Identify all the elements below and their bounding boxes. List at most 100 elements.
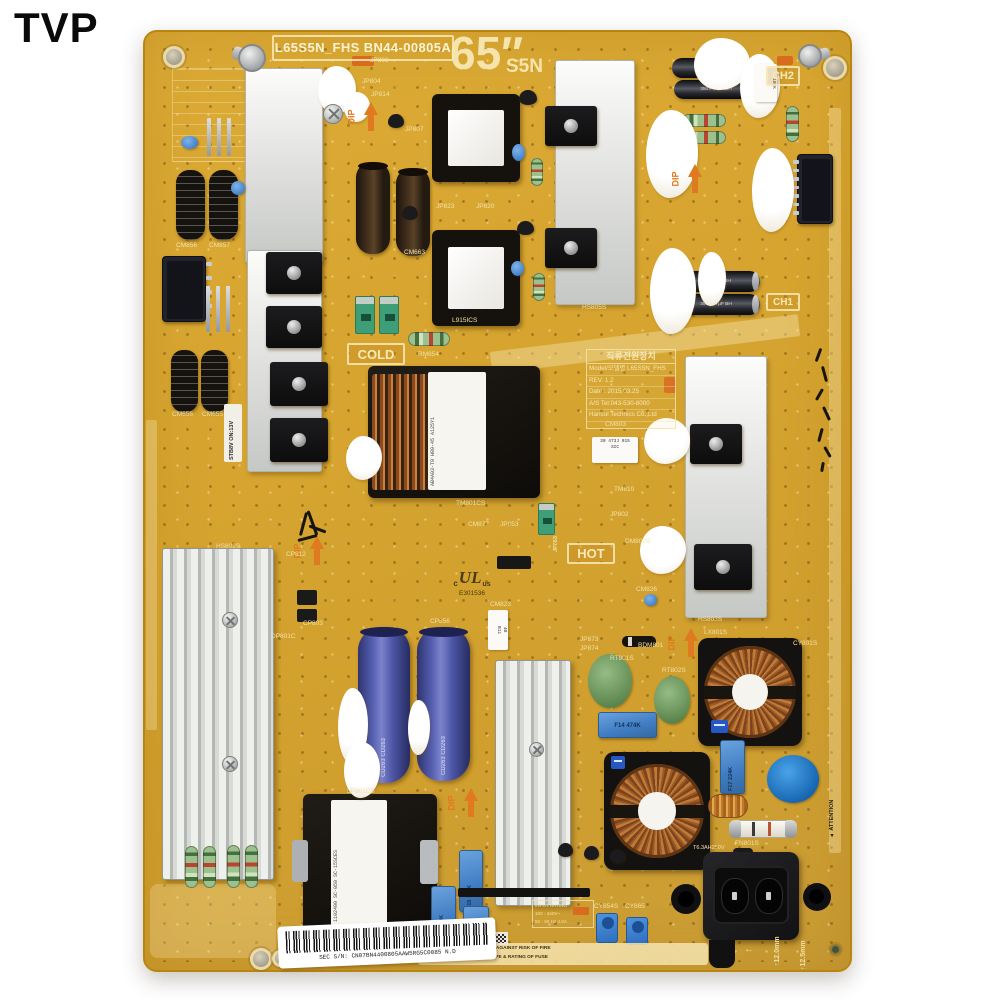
part-detail	[602, 917, 614, 929]
part-detail	[287, 320, 301, 334]
part-detail	[692, 177, 698, 193]
silkscreen-label: CM655	[202, 411, 223, 418]
silkscreen-label: JP807	[405, 126, 424, 133]
connector-cn801	[162, 256, 212, 322]
part-detail	[364, 102, 378, 115]
power-transistor	[690, 424, 742, 464]
silkscreen-label: BDM801	[638, 642, 664, 649]
silkscreen-trace	[829, 108, 841, 853]
disc-capacitor	[512, 144, 525, 161]
transformer-sticker-text: 1102490 SC-050 SC-15SCES	[333, 849, 339, 922]
trimmer-capacitor	[596, 913, 618, 943]
header-pin	[226, 286, 230, 332]
silkscreen-label: JP853	[500, 521, 519, 528]
capacitor-marking: 350V 47µF BH	[700, 302, 732, 307]
board-title: L65S5N_FHS BN44-00805A	[272, 35, 454, 61]
part-detail	[310, 536, 324, 549]
bus-bar	[458, 888, 590, 897]
disc-capacitor	[654, 676, 690, 724]
glue-blob	[644, 418, 690, 464]
rating-line: 100 - 240V~	[535, 911, 561, 916]
electrolytic-capacitor	[201, 350, 228, 412]
part-detail	[809, 889, 824, 904]
part-detail	[755, 878, 783, 914]
electrolytic-capacitor	[171, 350, 198, 412]
ac-power-inlet	[671, 848, 833, 968]
part-detail	[684, 628, 698, 641]
header-pin	[206, 286, 210, 332]
small-transistor	[584, 846, 599, 860]
capacitor-marking: CD263 CD263	[381, 737, 388, 777]
silkscreen-label: CM857	[209, 242, 230, 249]
watermark-logo: TVP	[14, 4, 99, 51]
sticker-line: B11	[496, 625, 501, 635]
metal-bracket	[420, 840, 438, 884]
resistor	[531, 158, 543, 186]
terminal-block	[538, 503, 555, 535]
power-transistor	[266, 252, 322, 294]
size-label: 65″	[450, 27, 524, 79]
resistor	[408, 332, 450, 346]
pen-mark	[814, 347, 823, 363]
resistor	[227, 845, 240, 888]
part-detail	[292, 433, 306, 447]
dip-arrow-mark: DIP	[347, 100, 380, 140]
part-detail	[716, 560, 730, 574]
part-detail	[709, 940, 735, 968]
silkscreen-label: TM810	[614, 486, 635, 493]
dip-arrow-mark: DIP	[670, 162, 704, 202]
mounting-hole	[250, 948, 272, 970]
label-ch1: CH1	[766, 293, 800, 311]
part-detail	[731, 673, 769, 711]
dip-arrow-mark: DIP	[447, 786, 480, 826]
header-pin	[217, 118, 221, 156]
silkscreen-label: CM826	[636, 586, 657, 593]
mounting-hole	[823, 56, 847, 80]
part-detail	[385, 314, 395, 321]
film-capacitor: F15 105K	[459, 850, 483, 912]
part-detail	[688, 164, 702, 177]
part-detail	[368, 115, 374, 131]
silkscreen-label: CP856	[430, 618, 450, 625]
part-detail	[238, 44, 266, 72]
glue-blob	[640, 526, 686, 574]
part-detail	[785, 820, 797, 838]
power-transistor	[545, 106, 597, 146]
silkscreen-label: RM854	[418, 351, 439, 358]
part-detail	[543, 518, 552, 525]
ic-chip	[497, 556, 531, 569]
electrolytic-capacitor	[176, 170, 205, 240]
silkscreen-label: CP803	[303, 620, 323, 627]
smd-chip	[611, 756, 625, 769]
part-detail	[167, 261, 203, 319]
glue-blob	[698, 252, 726, 306]
part-detail	[732, 892, 737, 900]
part-detail	[614, 760, 622, 762]
part-detail	[360, 627, 408, 637]
part-detail	[793, 160, 799, 164]
series-label: S5N	[506, 56, 543, 77]
vertical-text: JP863	[553, 536, 559, 552]
heatsink-left-top	[245, 68, 323, 263]
part-detail	[638, 792, 676, 830]
ul-mark-part: c	[453, 579, 458, 588]
silkscreen-label: LX801S	[704, 629, 728, 636]
jumper	[664, 377, 676, 393]
disc-capacitor	[181, 136, 198, 149]
vertical-text: ↑12.5mm	[800, 940, 807, 970]
dip-text: DIP	[670, 171, 681, 187]
part-detail	[793, 202, 799, 207]
metal-bracket	[292, 840, 308, 882]
transformer-sticker-text: AB4A03-T9 H80-45 A125Y1	[430, 416, 436, 486]
part-detail	[721, 878, 749, 914]
strip-text: STB8V ON:13V	[229, 420, 235, 460]
arrow-left: ←	[744, 944, 754, 955]
part-detail: 1102490 SC-050 SC-15SCES	[331, 800, 387, 926]
screw	[222, 612, 238, 628]
electrolytic-capacitor	[356, 162, 390, 254]
header-pin	[216, 286, 220, 332]
part-detail	[447, 247, 505, 309]
